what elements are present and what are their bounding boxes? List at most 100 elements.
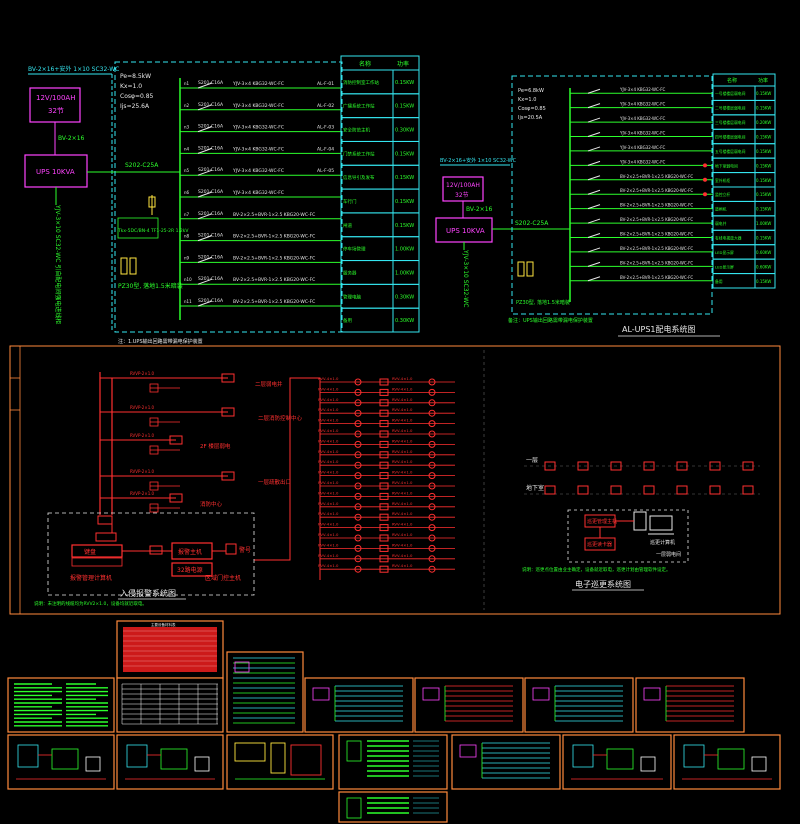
p3-detector-end	[428, 440, 436, 448]
p1-feeder-phase: AL-F-03	[317, 125, 334, 131]
p1-feeder-breaker: S201-C16A	[198, 167, 224, 173]
p1-table-row-power: 1.00KW	[395, 247, 414, 253]
p1-table-row-name: 管理电脑	[343, 293, 361, 300]
p3-lane-label: 2F 楼层弱电	[200, 442, 231, 450]
sheet-thumbnail-frame	[7, 677, 115, 733]
p3-detector-node	[354, 513, 362, 521]
p2-table-row-name: 地下室弱电间	[715, 163, 738, 168]
p1-feeder-breaker: S201-C16A	[198, 124, 224, 130]
p2-param-3: Ijs=20.5A	[518, 115, 543, 121]
p3-detector-node	[354, 555, 362, 563]
p1-feeder-id: n3	[184, 125, 190, 130]
p3-detector-cable: RVV-4×1.0	[318, 511, 339, 516]
p1-feeder-phase: AL-F-02	[317, 103, 334, 109]
p2-table-row-name: 备用	[715, 279, 723, 284]
p3-lane-device	[169, 493, 183, 503]
p2-note: 备注：UPS输出回路需带漏电保护装置	[508, 317, 593, 324]
p3-detector-end	[428, 482, 436, 490]
p1-ups-label: UPS 10KVA	[36, 168, 75, 176]
p3-lane-cable: RVVP-2×1.0	[130, 469, 155, 474]
p1-note: 注：1.UPS输出回路需带漏电保护装置	[118, 338, 203, 345]
p2-battery-cable: BV-2×16	[466, 206, 493, 213]
p3-lane-device	[169, 435, 183, 445]
p3-detector-tag: RVV-4×1.0	[392, 397, 413, 402]
p2-feeder-cable: BV-2×2.5+BVR-1×2.5 KBG20-WC-FC	[620, 217, 693, 222]
p3-lane-sensor	[149, 445, 159, 455]
p2-table-row-name: 道闸机	[715, 207, 727, 212]
p3-detector-box	[379, 544, 389, 552]
p3-lane-cable: RVVP-2×1.0	[130, 405, 155, 410]
p4-ctrl4: 一层弱电间	[656, 551, 681, 558]
sheet-thumbnail	[304, 677, 414, 733]
p3-detector-end	[428, 524, 436, 532]
p2-table-row-power: 0.15KW	[756, 192, 771, 197]
p2-table-row-power: 0.15KW	[756, 236, 771, 241]
p2-table-row-power: 0.15KW	[756, 163, 771, 168]
p2-table-row-power: 0.15KW	[756, 279, 771, 284]
p3-detector-box	[379, 492, 389, 500]
p3-control-room-frame	[47, 512, 255, 596]
p3-lane-device	[221, 471, 235, 481]
p3-detector-end	[428, 555, 436, 563]
sheet-thumbnail: 主要设备材料表	[116, 620, 224, 679]
p1-table-row-name: 服务器	[343, 269, 357, 276]
p3-detector-box	[379, 503, 389, 511]
p2-table-row-name: 监控立杆	[715, 192, 730, 197]
p3-detector-cable: RVV-4×1.0	[318, 480, 339, 485]
p3-lane-device	[221, 373, 235, 383]
p2-feeder-cable: BV-2×2.5+BVR-1×2.5 KBG20-WC-FC	[620, 246, 693, 251]
p3-detector-node	[354, 430, 362, 438]
panel-ups-distribution-right: BV-2×16+安外 1×10 SC32-WC 12V/100AH 32节 BV…	[435, 73, 776, 337]
sheet-thumbnail-title: 主要设备材料表	[151, 622, 176, 627]
p3-keyboard-label: 键盘	[84, 548, 96, 556]
p3-detector-cable: RVV-4×1.0	[318, 501, 339, 506]
sheet-thumbnail-fill	[123, 627, 217, 672]
p4-tour-point	[577, 461, 589, 471]
sheet-thumbnail	[226, 734, 334, 790]
p3-lane-sensor	[149, 383, 159, 393]
p4-tour-point	[742, 461, 754, 471]
p1-battery-line2: 32节	[48, 107, 64, 115]
p2-feeder-marker	[703, 177, 707, 182]
p3-detector-cable: RVV-4×1.0	[318, 428, 339, 433]
p2-table-header-power: 功率	[758, 77, 768, 84]
panel-intrusion-alarm: RVVP-2×1.0二层弱电井RVVP-2×1.0二层消防控制中心RVVP-2×…	[34, 371, 455, 607]
p2-vertical-label: YJV-3×10 SC32-WC	[462, 249, 469, 307]
p2-breaker: S202-C25A	[515, 220, 549, 227]
p4-tour-point	[544, 485, 556, 495]
p1-table-row-power: 0.15KW	[395, 151, 414, 157]
p3-detector-node	[354, 524, 362, 532]
p2-table-row-name: 弱电井	[715, 221, 727, 226]
p3-detector-tag: RVV-4×1.0	[392, 449, 413, 454]
sheet-thumbnail	[524, 677, 634, 733]
p3-detector-node	[354, 565, 362, 573]
p3-detector-node	[354, 440, 362, 448]
p3-detector-node	[354, 451, 362, 459]
p3-detector-tag: RVV-4×1.0	[392, 418, 413, 423]
p3-detector-tag: RVV-4×1.0	[392, 480, 413, 485]
p3-detector-cable: RVV-4×1.0	[318, 397, 339, 402]
p2-feeder-cable: BV-2×2.5+BVR-1×2.5 KBG20-WC-FC	[620, 232, 693, 237]
p4-tour-point	[643, 485, 655, 495]
p2-feeder-switch	[587, 204, 601, 210]
p3-detector-tag: RVV-4×1.0	[392, 542, 413, 547]
p2-table-row-power: 0.60KW	[756, 250, 771, 255]
panel-guard-tour: 一层 地下室 巡更管理主机 巡更读卡器 巡更计算机 一层弱电间 说明：巡更点位置…	[522, 457, 760, 591]
p3-detector-box	[379, 555, 389, 563]
p3-detector-node	[354, 472, 362, 480]
sheet-thumbnail-frame	[414, 677, 524, 733]
p1-table-row-name: 门禁系统工作站	[343, 150, 375, 157]
p3-detector-cable: RVV-4×1.0	[318, 553, 339, 558]
p1-param-3: Ijs=25.6A	[120, 103, 150, 110]
p3-lane-device	[221, 407, 235, 417]
p4-title: 电子巡更系统图	[575, 579, 631, 589]
p1-feeder-breaker: S201-C16A	[198, 189, 224, 195]
p2-table-row-name: 一号楼楼层弱电间	[715, 91, 746, 96]
p3-detector-end	[428, 451, 436, 459]
p1-table-header-power: 功率	[397, 60, 409, 68]
p3-detector-end	[428, 565, 436, 573]
p1-feeder-phase: AL-F-01	[317, 81, 334, 87]
p2-feeder-cable: YJV-3×4 KBG32-WC-FC	[619, 102, 666, 107]
